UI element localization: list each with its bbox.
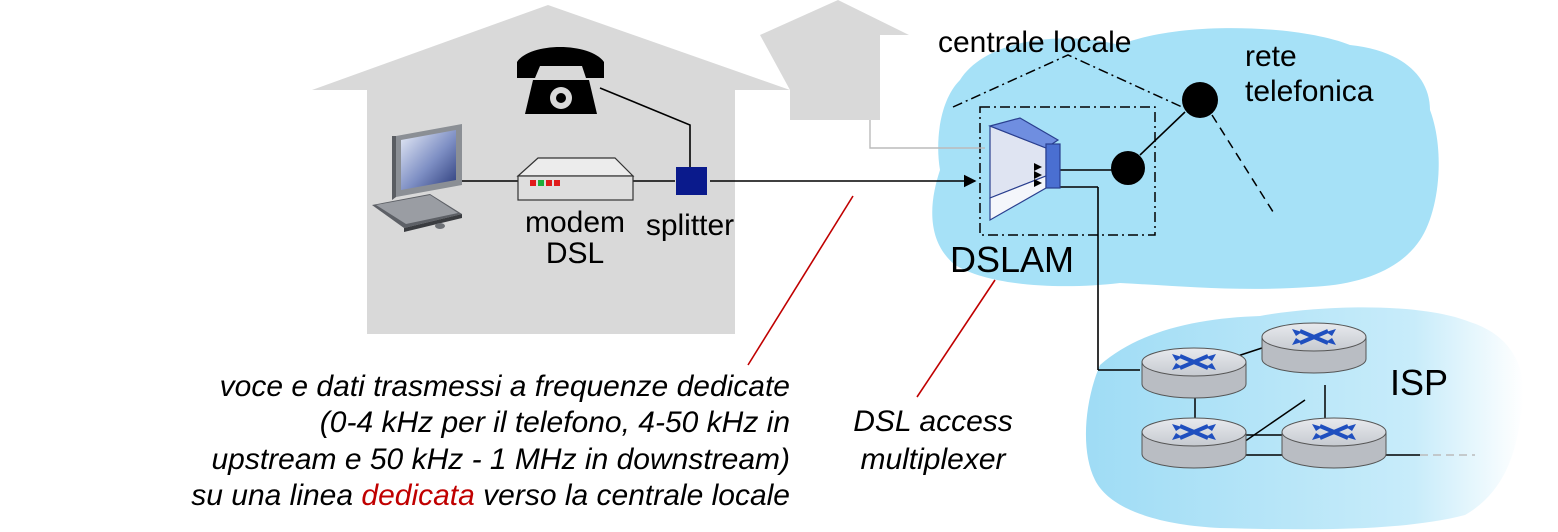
central-office-outline [952,54,1183,236]
neighbor-line [869,120,985,149]
dslam-description-1: DSL access [853,405,1013,438]
central-office-cloud [932,28,1439,289]
splitter-icon [676,167,707,195]
caption-line-4-pre: su una linea [191,479,361,512]
telephone-network-node [1182,82,1218,118]
telephone-icon [517,47,604,114]
dslam-label: DSLAM [950,239,1074,280]
isp-label: ISP [1390,362,1448,403]
modem-label-2: DSL [546,237,604,270]
telephone-network-dashed [1211,114,1276,216]
neighbor-house [760,0,909,120]
caption-line-3: upstream e 50 kHz - 1 MHz in downstream) [211,443,790,476]
switch-node [1111,151,1145,185]
callout-lines [747,195,996,398]
telephone-network-label-1: rete [1245,40,1297,73]
caption-line-2: (0-4 kHz per il telefono, 4-50 kHz in [320,406,790,439]
router-icon [1261,322,1367,374]
dslam-description-2: multiplexer [860,443,1006,476]
caption-line-1: voce e dati trasmessi a frequenze dedica… [220,370,790,403]
caption-line-4-post: verso la centrale locale [475,479,790,512]
splitter-label: splitter [646,209,734,242]
router-icon [1141,417,1247,469]
wiring [458,87,1186,371]
modem-label-1: modem [525,206,625,239]
router-icon [1281,417,1387,469]
telephone-network-label-2: telefonica [1245,75,1374,108]
caption: voce e dati trasmessi a frequenze dedica… [191,370,790,512]
modem-icon [516,157,635,201]
dslam-icon [988,117,1061,222]
computer-icon [372,124,462,232]
central-office-label: centrale locale [938,26,1131,59]
caption-line-4: su una linea dedicata verso la centrale … [191,479,790,512]
caption-highlight: dedicata [361,479,474,512]
router-icon [1141,347,1247,399]
